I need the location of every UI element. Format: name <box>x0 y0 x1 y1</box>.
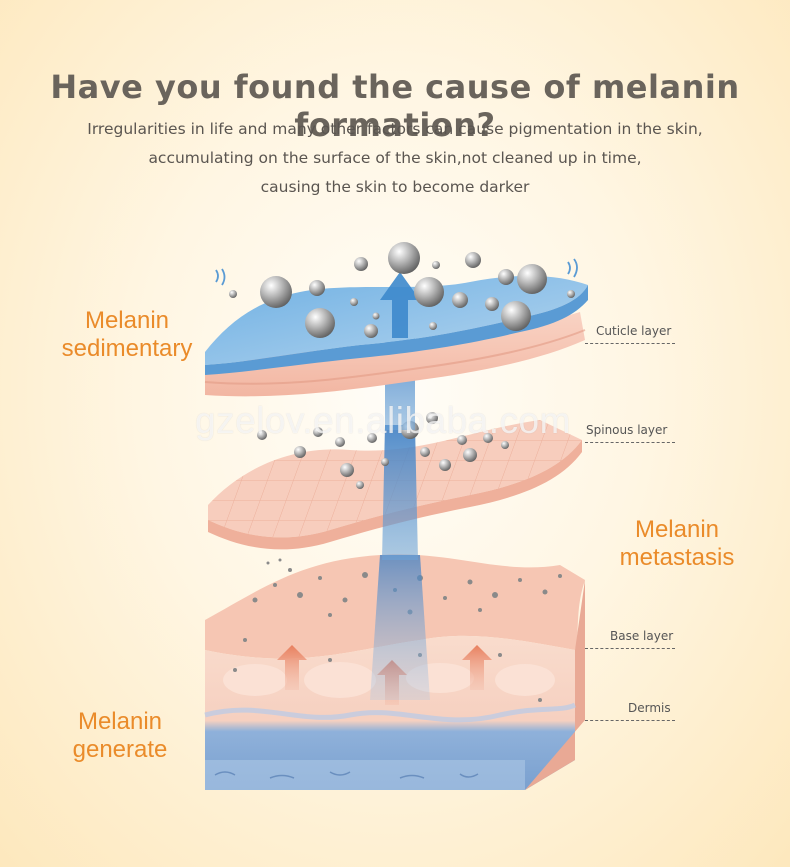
light-beam-middle <box>382 425 418 560</box>
phase-label-sedimentary: Melanin sedimentary <box>52 307 202 363</box>
watermark-text: gzelov.en.alibaba.com <box>195 400 571 441</box>
phase-label-generate: Melanin generate <box>45 708 195 764</box>
phase-generate-line-1: Melanin <box>77 708 163 735</box>
label-dermis: Dermis <box>628 701 671 715</box>
cuticle-particles <box>229 242 575 338</box>
phase-generate-line-2: generate <box>72 736 168 763</box>
leader-line-spinous <box>585 442 675 443</box>
light-beam-lower <box>370 555 430 700</box>
leader-line-base <box>585 648 675 649</box>
phase-sedimentary-line-1: Melanin <box>84 307 170 334</box>
label-base-layer: Base layer <box>610 629 674 643</box>
page-title: Have you found the cause of melanin form… <box>50 68 740 144</box>
leader-line-dermis <box>585 720 675 721</box>
cuticle-up-arrow <box>380 272 420 338</box>
wave-mark-left <box>215 268 226 286</box>
subtitle-line-3: causing the skin to become darker <box>260 178 530 196</box>
subtitle-line-2: accumulating on the surface of the skin,… <box>148 149 642 167</box>
wave-mark-right <box>567 258 578 278</box>
phase-sedimentary-line-2: sedimentary <box>61 335 193 362</box>
phase-metastasis-line-2: metastasis <box>619 544 735 571</box>
phase-label-metastasis: Melanin metastasis <box>602 516 752 572</box>
label-spinous-layer: Spinous layer <box>586 423 668 437</box>
phase-metastasis-line-1: Melanin <box>634 516 720 543</box>
subtitle-line-1: Irregularities in life and many other fa… <box>87 120 703 138</box>
leader-line-cuticle <box>585 343 675 344</box>
label-cuticle-layer: Cuticle layer <box>596 324 672 338</box>
